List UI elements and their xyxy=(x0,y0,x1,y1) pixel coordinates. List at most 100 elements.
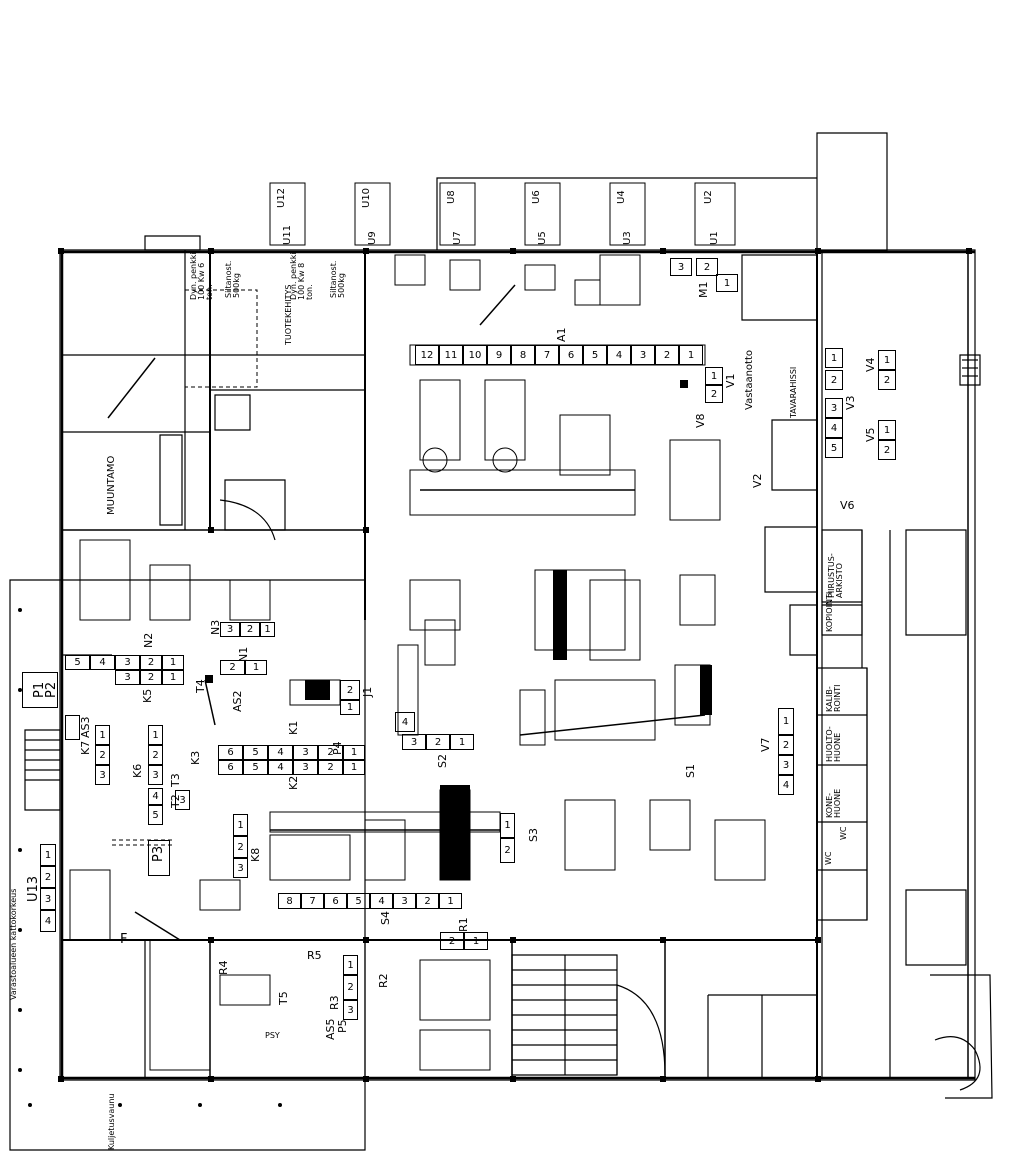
m1-slot: 2 xyxy=(696,258,718,276)
s4-slot: 6 xyxy=(324,893,347,909)
zone-t5: T5 xyxy=(277,991,290,1005)
s4-slot: 7 xyxy=(301,893,324,909)
dock-u8-u7 xyxy=(440,183,475,245)
k1-slot: 5 xyxy=(243,760,268,775)
dock-label-u11: U11 xyxy=(282,224,293,245)
v5-slot: 2 xyxy=(878,440,896,460)
t-slot: 4 xyxy=(148,788,163,805)
n2-slot: 1 xyxy=(162,670,184,685)
zone-s3: S3 xyxy=(527,828,540,842)
m1-slot: 1 xyxy=(716,274,738,292)
a1-slot: 1 xyxy=(679,345,703,365)
room-wc-2: WC xyxy=(824,851,833,866)
v7-slot: 3 xyxy=(778,755,794,775)
zone-k8: K8 xyxy=(249,847,262,862)
zone-as2: AS2 xyxy=(231,690,244,712)
room-kalibrointi: KALIB-ROINTI xyxy=(825,684,842,712)
dock-u2-u1 xyxy=(695,183,735,245)
a1-slot: 8 xyxy=(511,345,535,365)
zone-k5: K5 xyxy=(141,688,154,703)
zone-v5: V5 xyxy=(864,427,877,442)
a1-slot: 9 xyxy=(487,345,511,365)
zone-f: F xyxy=(120,932,128,947)
zone-p5: P5 xyxy=(336,1019,349,1033)
dock-label-u2: U2 xyxy=(703,190,714,204)
n2-slot: 4 xyxy=(90,655,115,670)
m1-slot: 3 xyxy=(670,258,692,276)
s4-slot: 5 xyxy=(347,893,370,909)
a1-slot: 7 xyxy=(535,345,559,365)
v3-slot: 4 xyxy=(825,418,843,438)
k1-slot: 3 xyxy=(293,760,318,775)
n2-slot: 2 xyxy=(140,655,162,670)
room-huoltohuone: HUOLTO-HUONE xyxy=(825,726,842,762)
v7-slot: 4 xyxy=(778,775,794,795)
k8-slot: 1 xyxy=(233,814,248,836)
v1-slot: 1 xyxy=(705,367,723,385)
building-outline xyxy=(60,250,975,1080)
k8-slot: 2 xyxy=(233,836,248,858)
n1-slot: 2 xyxy=(220,660,245,675)
dock-label-u1: U1 xyxy=(709,231,720,245)
zone-v8: V8 xyxy=(694,413,707,428)
k1-slot: 6 xyxy=(218,760,243,775)
zone-v6: V6 xyxy=(840,499,855,512)
r3-slot: 2 xyxy=(343,975,358,1000)
label-kuljetusvaunu: Kuljetusvaunu xyxy=(107,1093,116,1150)
v7-slot: 1 xyxy=(778,708,794,735)
room-piirustusarkisto: PIIRUSTUS-ARKISTO xyxy=(827,553,844,598)
zone-r4: R4 xyxy=(217,960,230,975)
t-slot: 5 xyxy=(148,805,163,825)
zone-p1-box xyxy=(22,672,58,708)
j1-slot: 1 xyxy=(340,700,360,715)
zone-v2: V2 xyxy=(751,473,764,488)
dock-label-u4: U4 xyxy=(616,190,627,204)
r1-slot: 2 xyxy=(440,932,464,950)
s4-slot: 2 xyxy=(416,893,439,909)
zone-s2: S2 xyxy=(436,754,449,768)
u13-slot: 1 xyxy=(40,844,56,866)
k1-slot: 1 xyxy=(343,760,365,775)
n2-slot: 2 xyxy=(140,670,162,685)
v4-slot: 1 xyxy=(878,350,896,370)
label-crane-3: Dyn. penkki 100 Kw 8 ton. xyxy=(289,252,314,300)
label-varastoalue: Varastoalueen kattokorkeus xyxy=(9,888,18,1000)
r3-slot: 1 xyxy=(343,955,358,975)
v3-slot: 5 xyxy=(825,438,843,458)
v7-slot: 2 xyxy=(778,735,794,755)
zone-t3: T3 xyxy=(169,773,182,787)
v3-slot: 2 xyxy=(825,370,843,390)
zone-as5: AS5 xyxy=(324,1018,337,1040)
zone-k2: K2 xyxy=(287,775,300,790)
zone-r5: R5 xyxy=(307,949,322,962)
v3-slot: 1 xyxy=(825,348,843,368)
label-crane-1: Dyn. penkki 100 Kw 6 ton. xyxy=(189,252,214,300)
k6-slot: 3 xyxy=(148,765,163,785)
room-tavarahissi: TAVARAHISSI xyxy=(789,366,798,418)
s4-slot: 4 xyxy=(370,893,393,909)
dock-u12-u11 xyxy=(270,183,305,245)
t-slot: 3 xyxy=(175,790,190,810)
dock-label-u10: U10 xyxy=(361,187,372,208)
a1-slot: 2 xyxy=(655,345,679,365)
j1-slot: 2 xyxy=(340,680,360,700)
v5-slot: 1 xyxy=(878,420,896,440)
u13-slot: 4 xyxy=(40,910,56,932)
n3-slot: 2 xyxy=(240,622,260,637)
k7-slot: 1 xyxy=(95,725,110,745)
zone-r1: R1 xyxy=(457,917,470,932)
zone-as3: AS3 xyxy=(79,716,92,738)
dock-label-u7: U7 xyxy=(452,231,463,245)
k1-slot: 4 xyxy=(268,760,293,775)
dock-label-u9: U9 xyxy=(367,231,378,245)
zone-s1: S1 xyxy=(684,764,697,778)
zone-v4: V4 xyxy=(864,357,877,372)
zone-r3: R3 xyxy=(328,995,341,1010)
zone-psy: PSY xyxy=(265,1031,280,1040)
r1-slot: 1 xyxy=(464,932,488,950)
dock-label-u8: U8 xyxy=(446,190,457,204)
room-muuntamo: MUUNTAMO xyxy=(106,455,117,515)
zone-k6: K6 xyxy=(131,763,144,778)
s3-slot: 2 xyxy=(500,838,515,863)
a1-slot: 11 xyxy=(439,345,463,365)
